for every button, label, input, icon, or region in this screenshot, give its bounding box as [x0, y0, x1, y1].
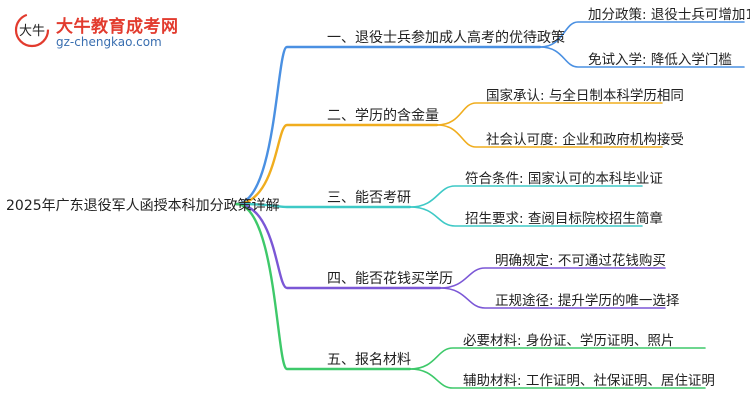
leaf-connector-2-1: [436, 102, 663, 126]
leaf-label-5-1: 必要材料: 身份证、学历证明、照片: [463, 333, 675, 349]
branch-connector-4: [234, 202, 442, 290]
logo-mark-icon: 大牛: [14, 12, 50, 48]
site-logo[interactable]: 大牛 大牛教育成考网 gz-chengkao.com: [6, 6, 196, 52]
leaf-label-4-1: 明确规定: 不可通过花钱购买: [495, 253, 666, 269]
leaf-connector-2-2: [436, 124, 663, 148]
leaf-connector-3-1: [409, 185, 643, 208]
leaf-label-2-1: 国家承认: 与全日制本科学历相同: [486, 88, 684, 104]
branch-label-4: 四、能否花钱买学历: [327, 271, 453, 287]
leaf-label-1-2: 免试入学: 降低入学门槛: [588, 52, 732, 68]
branch-connector-3: [234, 202, 412, 209]
leaf-connector-4-2: [439, 287, 666, 309]
root-node: 2025年广东退役军人函授本科加分政策详解: [6, 198, 280, 214]
svg-text:大牛: 大牛: [19, 24, 45, 39]
leaf-connector-5-2: [409, 368, 706, 389]
leaf-label-1-1: 加分政策: 退役士兵可增加10分: [588, 7, 750, 23]
branch-connector-1: [234, 45, 542, 206]
leaf-connector-5-1: [409, 347, 706, 370]
leaf-label-2-2: 社会认可度: 企业和政府机构接受: [486, 132, 684, 148]
leaf-label-4-2: 正规途径: 提升学历的唯一选择: [495, 293, 680, 309]
leaf-label-3-2: 招生要求: 查阅目标院校招生简章: [465, 211, 663, 227]
logo-title: 大牛教育成考网: [56, 17, 179, 37]
leaf-connector-1-2: [539, 46, 745, 68]
leaf-label-5-2: 辅助材料: 工作证明、社保证明、居住证明: [463, 373, 715, 389]
branch-connector-5: [234, 202, 412, 371]
branch-label-3: 三、能否考研: [327, 190, 411, 206]
branch-label-1: 一、退役士兵参加成人高考的优待政策: [327, 30, 565, 46]
branch-label-5: 五、报名材料: [327, 352, 411, 368]
logo-url: gz-chengkao.com: [56, 35, 162, 49]
branch-connector-2: [234, 123, 439, 206]
leaf-label-3-1: 符合条件: 国家认可的本科毕业证: [465, 171, 663, 187]
leaf-connector-1-1: [539, 21, 745, 48]
leaf-connector-3-2: [409, 206, 643, 227]
branch-label-2: 二、学历的含金量: [327, 108, 439, 124]
leaf-connector-4-1: [439, 267, 666, 289]
